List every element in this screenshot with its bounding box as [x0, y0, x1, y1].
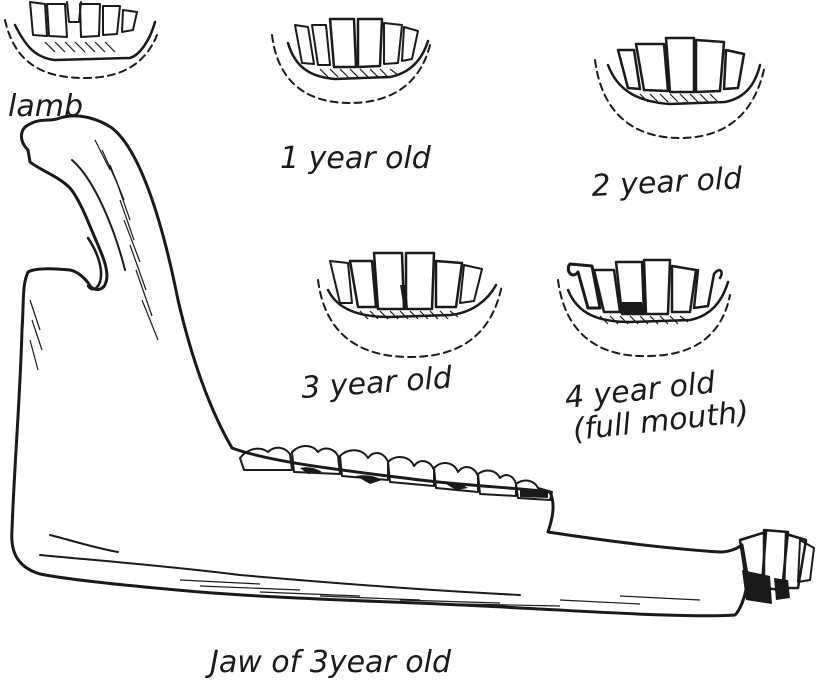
- lamb-mouth: [5, 2, 157, 78]
- one-year-label: 1 year old: [280, 141, 432, 176]
- three-year-label: 3 year old: [300, 360, 454, 406]
- three-year-mouth: [318, 253, 502, 357]
- two-year-mouth: [595, 38, 765, 138]
- two-year-label: 2 year old: [591, 161, 744, 204]
- four-year-mouth: [558, 260, 730, 356]
- jaw-caption: Jaw of 3year old: [205, 645, 452, 680]
- incisor-cluster: [740, 530, 814, 604]
- molar-row: [240, 446, 552, 500]
- one-year-mouth: [272, 19, 430, 103]
